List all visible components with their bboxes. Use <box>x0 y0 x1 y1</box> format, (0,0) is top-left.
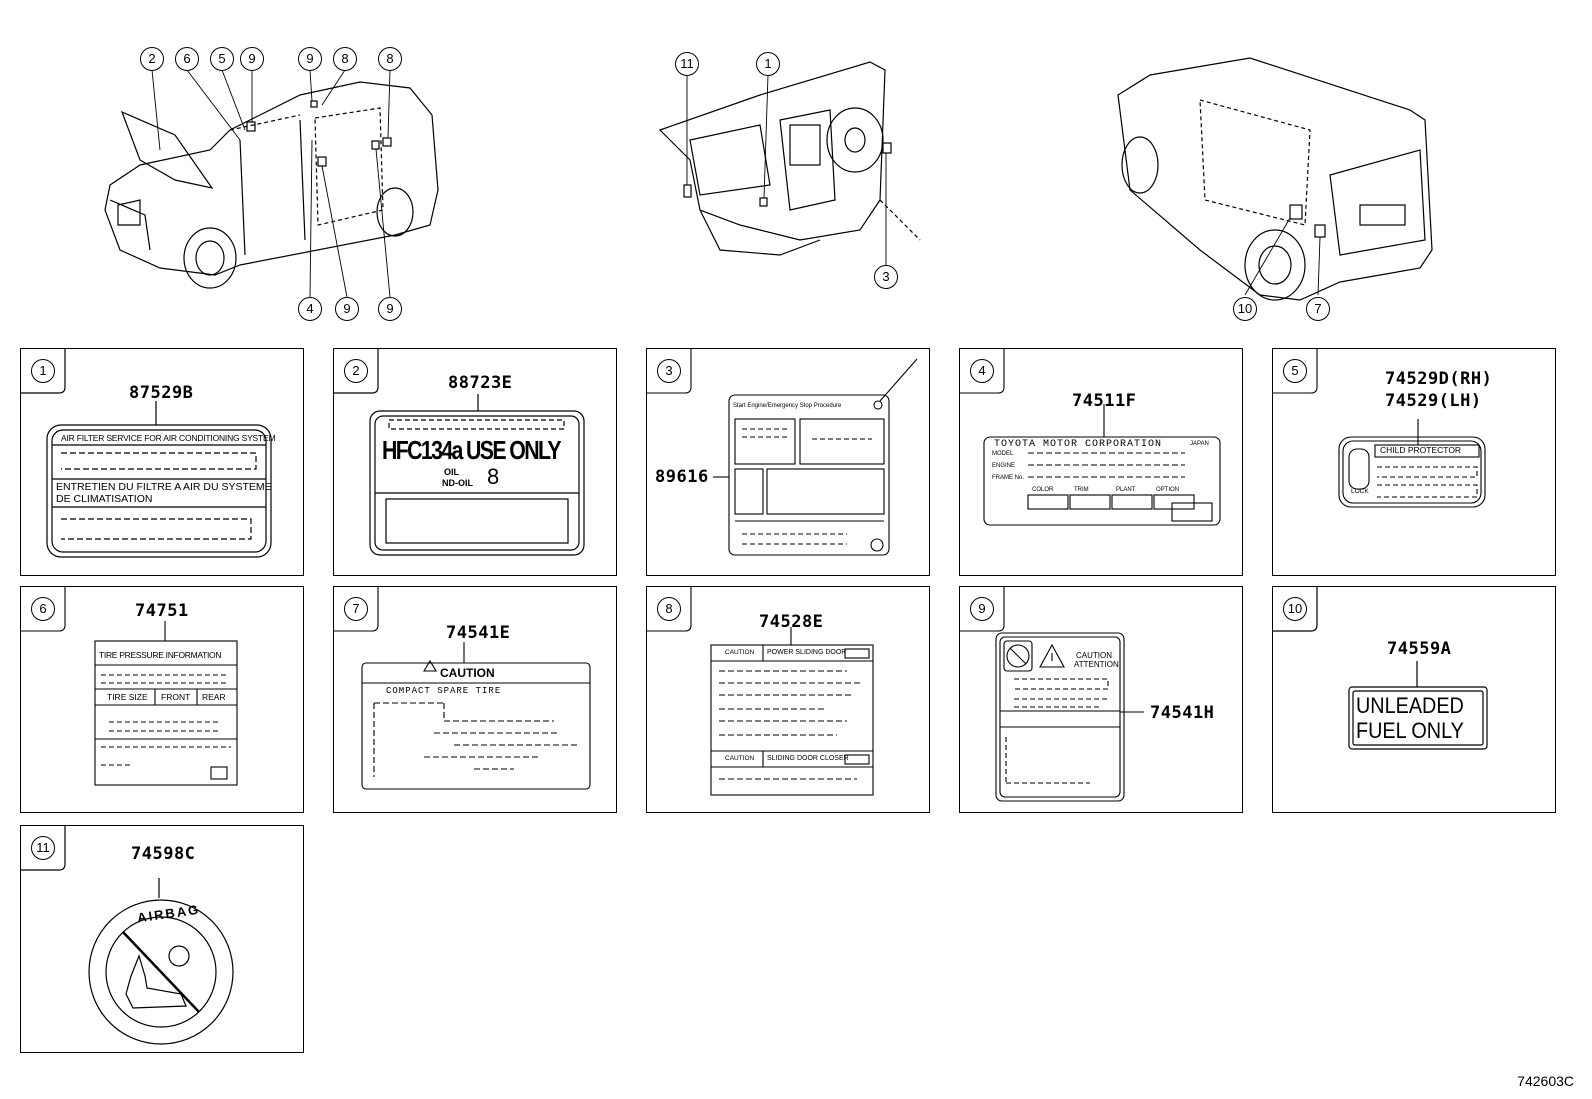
panel-4: 4 74511F TOYOTA MOTOR CORPORATION JAPAN … <box>959 348 1243 576</box>
callout-4: 4 <box>298 297 322 321</box>
callout-7: 7 <box>1306 297 1330 321</box>
panel-8-line-1: CAUTION <box>725 649 755 656</box>
panel-3: 3 89616 Start Engine/Emergency Stop Proc… <box>646 348 930 576</box>
panel-4-line-5: FRAME No. <box>992 475 1025 481</box>
panel-6: 6 74751 TIRE PRESSURE INFORMATION TIRE S… <box>20 586 304 813</box>
panel-6-line-3: FRONT <box>161 692 191 702</box>
panel-4-line-1: TOYOTA MOTOR CORPORATION <box>994 439 1163 450</box>
panel-6-number: 6 <box>31 597 55 621</box>
panel-1-line-3: DE CLIMATISATION <box>56 493 153 505</box>
callout-11: 11 <box>675 52 699 76</box>
panel-4-number: 4 <box>970 359 994 383</box>
callout-3: 3 <box>874 265 898 289</box>
panel-2: 2 88723E HFC134a USE ONLY OIL ND-OIL 8 <box>333 348 617 576</box>
vehicle-views: 2 6 5 9 9 8 8 4 9 9 11 1 3 10 7 <box>0 0 1592 330</box>
panel-8-number: 8 <box>657 597 681 621</box>
panel-10-line-2: FUEL ONLY <box>1356 718 1464 743</box>
panel-7: 7 74541E CAUTION COMPACT SPARE TIRE <box>333 586 617 813</box>
panel-6-part-number: 74751 <box>135 601 189 621</box>
dashboard-view <box>658 61 921 256</box>
panel-4-line-9: OPTION <box>1156 487 1180 493</box>
panel-10-line-1: UNLEADED <box>1356 693 1464 718</box>
vehicle-views-drawing <box>104 57 1433 301</box>
callout-9b: 9 <box>298 47 322 71</box>
panel-2-line-4: 8 <box>487 464 500 489</box>
callout-1: 1 <box>756 52 780 76</box>
panel-9-line-2: ATTENTION <box>1074 660 1119 669</box>
callout-9c: 9 <box>335 297 359 321</box>
panel-6-line-1: TIRE PRESSURE INFORMATION <box>99 650 222 660</box>
panel-4-line-3: MODEL <box>992 451 1014 457</box>
panel-10-part-number: 74559A <box>1387 639 1452 659</box>
panel-1-line-1: AIR FILTER SERVICE FOR AIR CONDITIONING … <box>61 433 276 443</box>
panel-9: 9 74541H CAUTION ATTENTION <box>959 586 1243 813</box>
van-rear-view <box>1117 57 1433 301</box>
panel-5-part-number: 74529D(RH) <box>1385 369 1493 389</box>
panel-9-line-1: CAUTION <box>1076 651 1112 660</box>
panel-11: 11 74598C AIRBAG <box>20 825 304 1053</box>
panel-4-line-4: ENGINE <box>992 463 1016 469</box>
callout-9d: 9 <box>378 297 402 321</box>
panel-7-number: 7 <box>344 597 368 621</box>
panel-2-part-number: 88723E <box>448 373 513 393</box>
panel-5-part-number-2: 74529(LH) <box>1385 391 1482 411</box>
panel-4-line-8: PLANT <box>1116 487 1136 493</box>
panel-4-line-7: TRIM <box>1074 487 1089 493</box>
panel-3-number: 3 <box>657 359 681 383</box>
panel-5-number: 5 <box>1283 359 1307 383</box>
van-front-view <box>104 81 439 289</box>
panel-8-part-number: 74528E <box>759 612 824 632</box>
callout-8b: 8 <box>378 47 402 71</box>
document-reference: 742603C <box>1517 1073 1574 1089</box>
panel-11-number: 11 <box>31 836 55 860</box>
panel-5-line-2: LOCK <box>1351 488 1369 495</box>
panel-4-part-number: 74511F <box>1072 391 1137 411</box>
panel-11-part-number: 74598C <box>131 844 196 864</box>
panel-10-number: 10 <box>1283 597 1307 621</box>
panel-5-line-1: CHILD PROTECTOR <box>1380 445 1462 455</box>
panel-2-line-2: OIL <box>444 467 459 477</box>
panel-7-line-2: COMPACT SPARE TIRE <box>386 686 502 696</box>
panel-2-line-1: HFC134a USE ONLY <box>382 435 562 465</box>
panel-5: 5 74529D(RH) 74529(LH) CHILD PROTECTOR L… <box>1272 348 1556 576</box>
callout-9a: 9 <box>240 47 264 71</box>
panel-7-line-1: CAUTION <box>440 666 495 680</box>
panel-1-part-number: 87529B <box>129 383 194 403</box>
panel-3-line-1: Start Engine/Emergency Stop Procedure <box>733 403 842 409</box>
panel-2-line-3: ND-OIL <box>442 478 473 488</box>
panel-7-part-number: 74541E <box>446 623 511 643</box>
panel-1: 1 87529B AIR FILTER SERVICE FOR AIR COND… <box>20 348 304 576</box>
panel-8-line-4: SLIDING DOOR CLOSER <box>767 755 849 762</box>
panel-10: 10 74559A UNLEADED FUEL ONLY <box>1272 586 1556 813</box>
panel-9-part-number: 74541H <box>1150 703 1215 723</box>
panel-8-line-2: POWER SLIDING DOOR <box>767 649 847 656</box>
panel-4-line-6: COLOR <box>1032 487 1054 493</box>
callout-8a: 8 <box>333 47 357 71</box>
panel-6-line-2: TIRE SIZE <box>107 692 148 702</box>
panel-8: 8 74528E CAUTION POWER SLIDING DOOR CAUT… <box>646 586 930 813</box>
panel-2-number: 2 <box>344 359 368 383</box>
callout-5: 5 <box>210 47 234 71</box>
panel-1-number: 1 <box>31 359 55 383</box>
panel-1-line-2: ENTRETIEN DU FILTRE A AIR DU SYSTEME <box>56 481 272 493</box>
panel-4-line-2: JAPAN <box>1190 441 1209 447</box>
panel-3-part-number: 89616 <box>655 467 709 487</box>
panel-9-number: 9 <box>970 597 994 621</box>
callout-2: 2 <box>140 47 164 71</box>
panel-6-line-4: REAR <box>202 692 226 702</box>
panel-8-line-3: CAUTION <box>725 755 755 762</box>
callout-6: 6 <box>175 47 199 71</box>
callout-10: 10 <box>1233 297 1257 321</box>
